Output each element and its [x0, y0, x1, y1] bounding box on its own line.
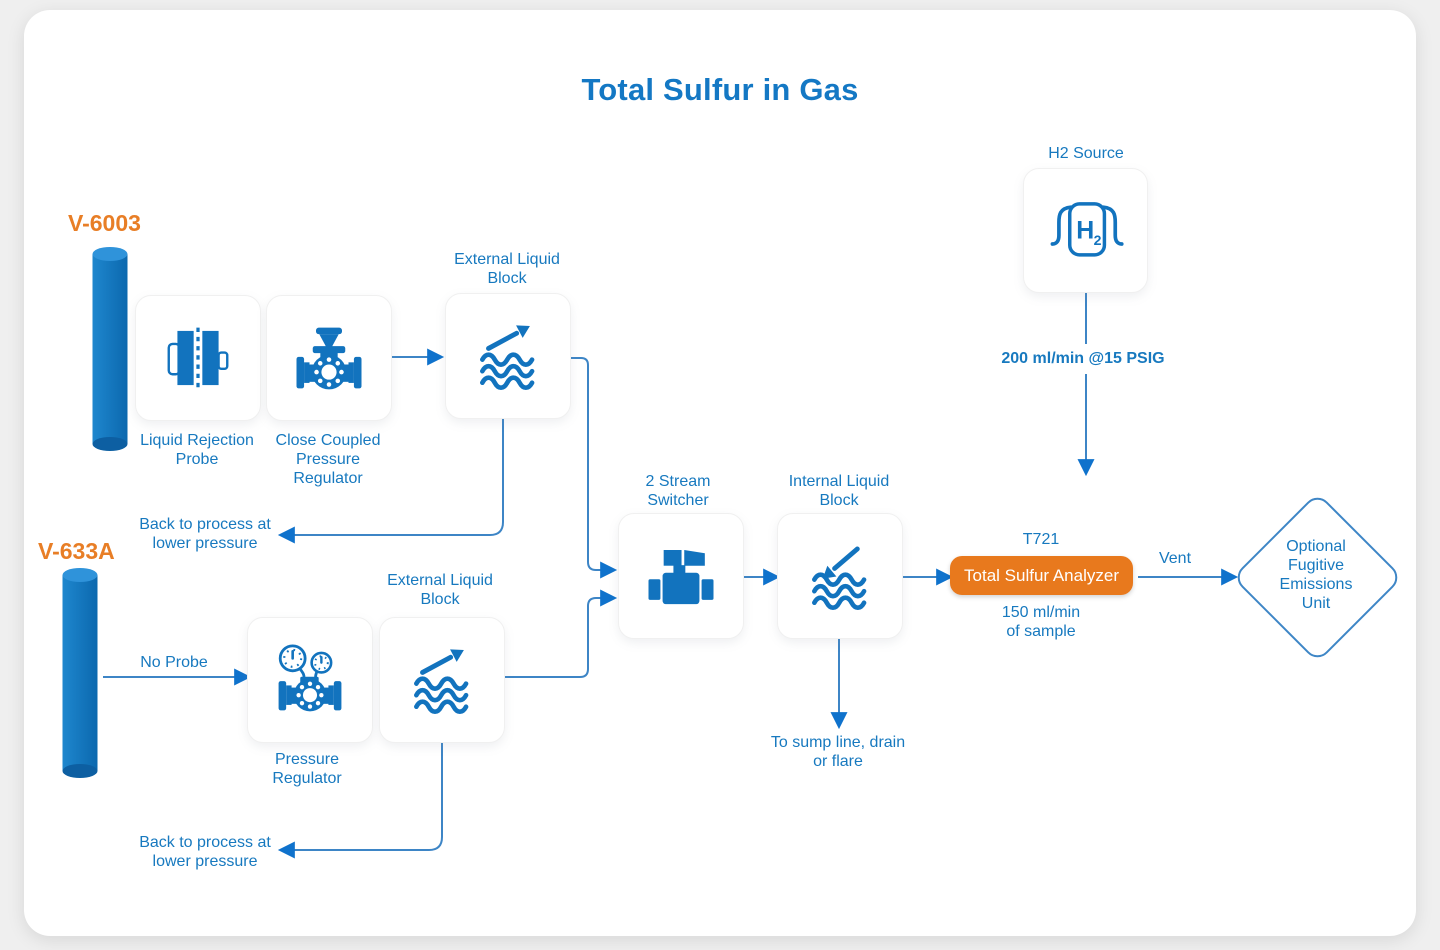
- diagram-card: [24, 10, 1416, 936]
- back-to-process-bottom-label: Back to process at lower pressure: [139, 834, 271, 870]
- h2-icon-subscript: 2: [1093, 232, 1101, 248]
- sample-flow-rate-label: 150 ml/min of sample: [1001, 604, 1081, 640]
- h2-icon-letter: H: [1076, 216, 1094, 244]
- total-sulfur-analyzer-label: Total Sulfur Analyzer: [964, 565, 1119, 585]
- h2-source-icon: H 2: [1050, 201, 1124, 257]
- back-to-process-top-label: Back to process at lower pressure: [139, 516, 271, 552]
- internal-liquid-block-icon: [812, 546, 867, 611]
- close-coupled-pressure-regulator-label: Close Coupled Pressure Regulator: [275, 432, 381, 487]
- liquid-rejection-probe-label: Liquid Rejection Probe: [140, 432, 254, 468]
- vessel-cylinder-v633a-icon: [62, 568, 98, 778]
- external-liquid-block-icon: [480, 325, 535, 391]
- total-sulfur-analyzer-node: Total Sulfur Analyzer: [950, 556, 1133, 595]
- pressure-regulator-label: Pressure Regulator: [272, 751, 342, 787]
- vessel-cylinder-v6003-icon: [92, 247, 128, 451]
- h2-source-label: H2 Source: [1048, 145, 1124, 162]
- analyzer-tag-label: T721: [1022, 531, 1060, 548]
- fugitive-emissions-unit-label: Optional Fugitive Emissions Unit: [1279, 538, 1353, 612]
- node-h2-source: H 2: [1023, 168, 1148, 293]
- vessel-label-v6003: V-6003: [68, 210, 141, 236]
- vent-label: Vent: [1158, 550, 1192, 567]
- vessel-label-v633a: V-633A: [38, 538, 115, 564]
- to-sump-label: To sump line, drain or flare: [770, 734, 906, 770]
- external-liquid-block-icon: [414, 649, 469, 715]
- external-liquid-block-bottom-label: External Liquid Block: [387, 572, 493, 608]
- page-title: Total Sulfur in Gas: [581, 72, 859, 107]
- close-coupled-pressure-regulator-icon: [296, 327, 362, 390]
- liquid-rejection-probe-icon: [167, 327, 229, 389]
- external-liquid-block-top-label: External Liquid Block: [454, 251, 560, 287]
- node-internal-liquid-block: [777, 513, 903, 639]
- pressure-regulator-icon: [278, 644, 342, 712]
- node-pressure-regulator: [247, 617, 373, 743]
- node-two-stream-switcher: [618, 513, 744, 639]
- h2-flow-rate-label: 200 ml/min @15 PSIG: [1001, 350, 1165, 367]
- two-stream-switcher-icon: [648, 550, 714, 605]
- node-close-coupled-pressure-regulator: [266, 295, 392, 421]
- internal-liquid-block-label: Internal Liquid Block: [788, 473, 890, 509]
- no-probe-label: No Probe: [140, 654, 208, 671]
- node-external-liquid-block-bottom: [379, 617, 505, 743]
- two-stream-switcher-label: 2 Stream Switcher: [645, 473, 711, 509]
- node-external-liquid-block-top: [445, 293, 571, 419]
- node-liquid-rejection-probe: [135, 295, 261, 421]
